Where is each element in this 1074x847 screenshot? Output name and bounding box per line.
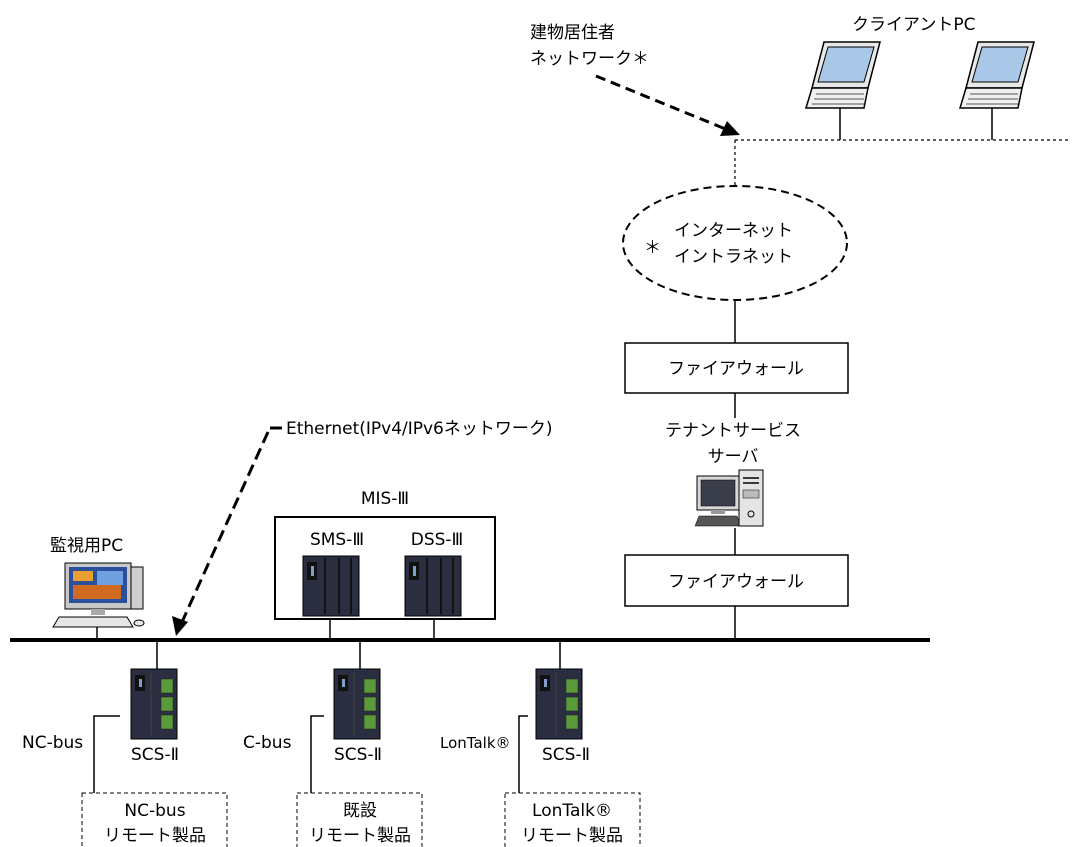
field-bus-line — [93, 715, 120, 793]
ethernet-label: Ethernet(IPv4/IPv6ネットワーク) — [286, 419, 553, 439]
monitor-pc-icon — [52, 562, 145, 628]
dss-label: DSS-Ⅲ — [411, 530, 464, 550]
sms-device-icon — [302, 555, 360, 617]
remote-product-label: NC-bus — [124, 801, 185, 821]
firewall-top-label: ファイアウォール — [668, 359, 804, 379]
laptop-icon — [805, 41, 881, 109]
internet-label: インターネット — [674, 221, 793, 241]
field-bus-line — [310, 715, 324, 793]
client-pc-label: クライアントPC — [852, 15, 975, 35]
field-bus-label: NC-bus — [22, 733, 83, 753]
resident-network-label: ネットワーク＊ — [530, 49, 649, 69]
resident-network-label: 建物居住者 — [530, 23, 615, 43]
remote-product-label: 既設 — [343, 801, 377, 821]
remote-product-box — [81, 792, 228, 847]
intranet-label: イントラネット — [674, 247, 793, 267]
controller-name: SCS-Ⅱ — [542, 745, 590, 765]
resident-network-arrow — [595, 74, 729, 132]
dss-device-icon — [404, 555, 462, 617]
remote-product-box — [504, 792, 641, 847]
mis-label: MIS-Ⅲ — [361, 489, 409, 509]
remote-product-label: LonTalk® — [532, 801, 612, 821]
server-icon — [694, 469, 764, 527]
field-bus-label: C-bus — [243, 733, 292, 753]
controller-name: SCS-Ⅱ — [131, 745, 179, 765]
remote-product-label: リモート製品 — [521, 826, 623, 846]
firewall-top-box — [624, 342, 849, 394]
sms-label: SMS-Ⅲ — [310, 530, 364, 550]
arrow-head — [720, 121, 740, 136]
field-bus-line — [518, 715, 528, 793]
ethernet-arrow — [180, 431, 270, 623]
firewall-bottom-box — [624, 554, 849, 607]
arrow-head — [172, 616, 188, 636]
scs-controller-icon — [333, 668, 381, 740]
monitor-pc-label: 監視用PC — [50, 536, 123, 556]
controller-name: SCS-Ⅱ — [334, 745, 382, 765]
firewall-bottom-label: ファイアウォール — [668, 572, 804, 592]
internet-asterisk: ＊ — [644, 238, 661, 258]
scs-controller-icon — [130, 668, 178, 740]
tenant-server-label: サーバ — [708, 447, 759, 467]
remote-product-box — [296, 792, 423, 847]
remote-product-label: リモート製品 — [104, 826, 206, 846]
field-bus-label: LonTalk® — [440, 734, 511, 752]
scs-controller-icon — [535, 668, 583, 740]
laptop-icon — [959, 41, 1035, 109]
remote-product-label: リモート製品 — [309, 826, 411, 846]
tenant-server-label: テナントサービス — [665, 421, 801, 441]
